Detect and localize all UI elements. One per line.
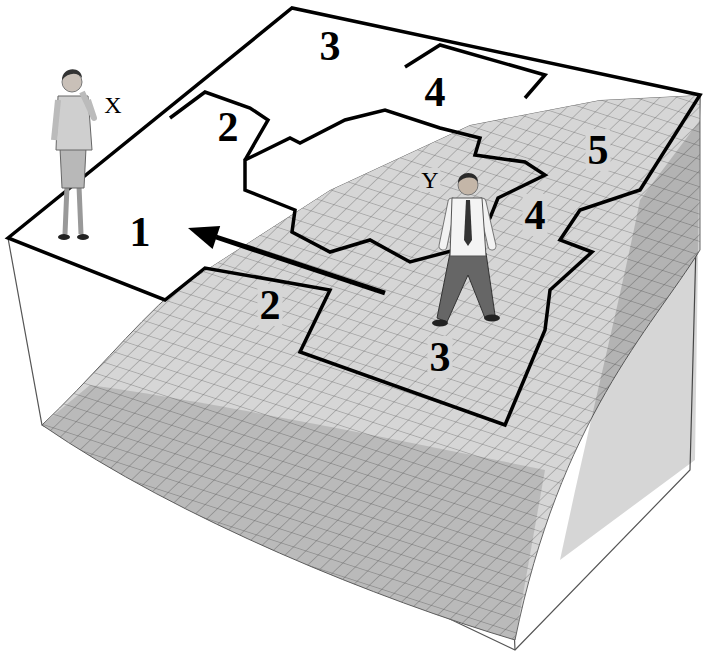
person-figure [54, 69, 94, 240]
callout-number: 4 [523, 194, 548, 236]
region-outline [8, 8, 700, 425]
callout-number: 2 [258, 284, 283, 326]
callout-number: 1 [128, 211, 153, 253]
person-figure [432, 173, 500, 326]
callout-number: 4 [423, 71, 448, 113]
callout-number: 3 [318, 25, 343, 67]
person-label: X [102, 93, 123, 117]
callout-number: 2 [216, 106, 241, 148]
direction-arrow [188, 226, 385, 293]
callout-number: 5 [586, 129, 611, 171]
callout-number: 3 [428, 336, 453, 378]
person-label: Y [419, 168, 440, 192]
